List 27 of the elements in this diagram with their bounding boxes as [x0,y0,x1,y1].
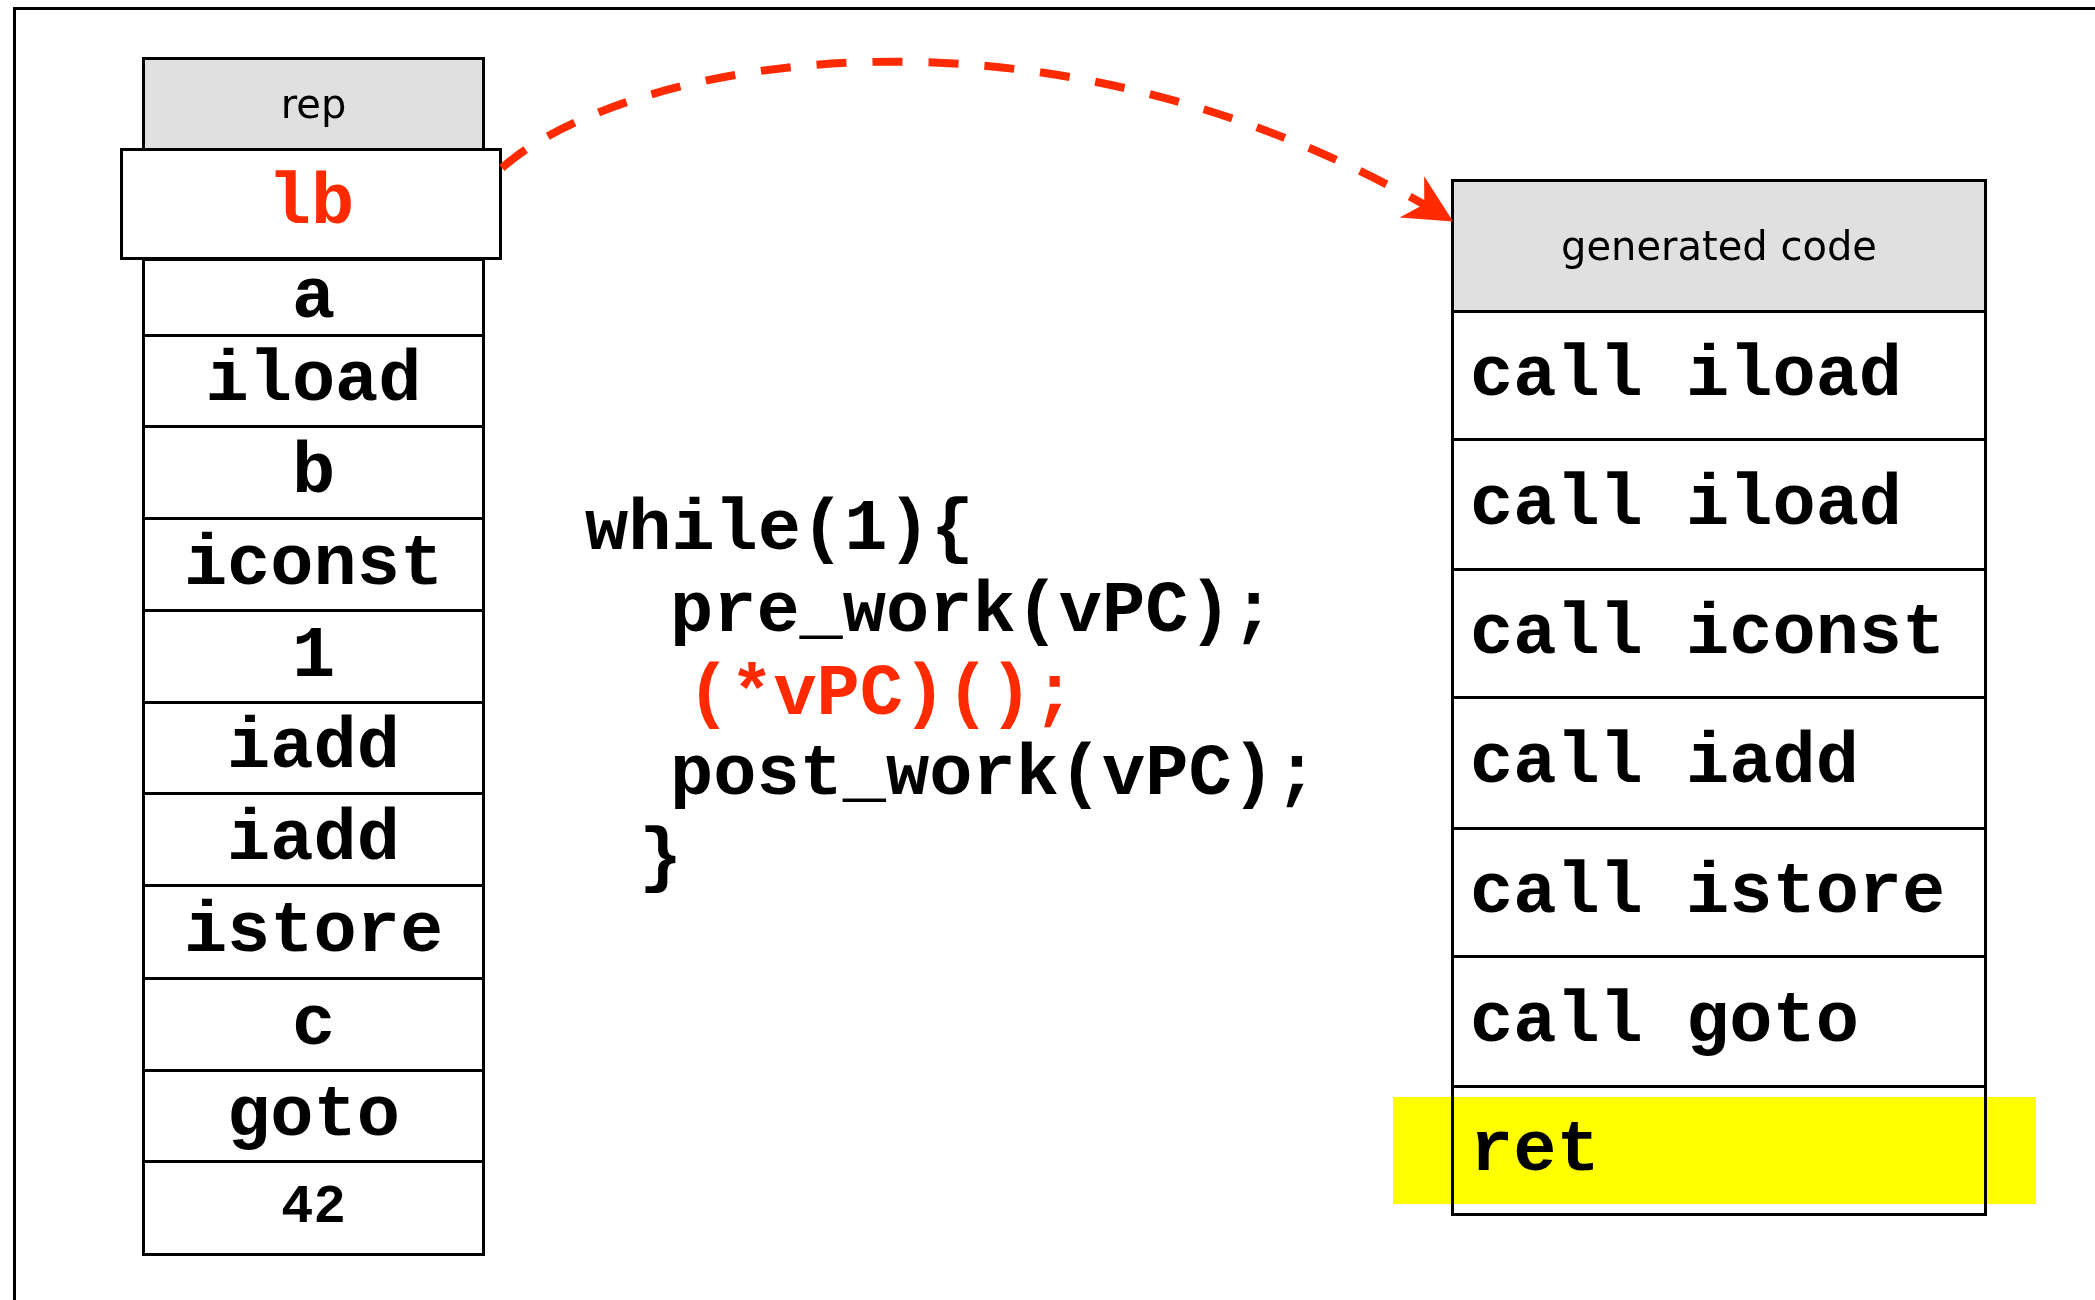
code-cell: call iload [1451,438,1987,571]
code-cell: call istore [1451,827,1987,958]
code-cell: ret [1451,1085,1987,1216]
table-cell: iload [142,334,485,428]
table-cell: iadd [142,701,485,795]
table-cell: istore [142,884,485,980]
table-cell: 42 [142,1160,485,1256]
table-cell: iadd [142,792,485,887]
table-cell: goto [142,1069,485,1163]
code-line: pre_work(vPC); [670,575,1275,649]
code-cell: call goto [1451,955,1987,1088]
code-cell: call iadd [1451,696,1987,830]
key-cell: lb [120,148,502,260]
code-cell: call iconst [1451,568,1987,699]
code-line: post_work(vPC); [670,738,1319,812]
table-cell: c [142,977,485,1072]
code-cell: call iload [1451,310,1987,441]
code-line: (*vPC)(); [687,658,1076,732]
table-cell: a [142,258,485,337]
table-cell: 1 [142,609,485,704]
table-header: rep [142,57,485,151]
table-cell: iconst [142,517,485,612]
code-line: } [639,822,683,896]
code-line: while(1){ [585,493,974,567]
table-header: generated code [1451,179,1987,313]
dashed-arrow [499,58,1454,223]
table-cell: b [142,425,485,520]
